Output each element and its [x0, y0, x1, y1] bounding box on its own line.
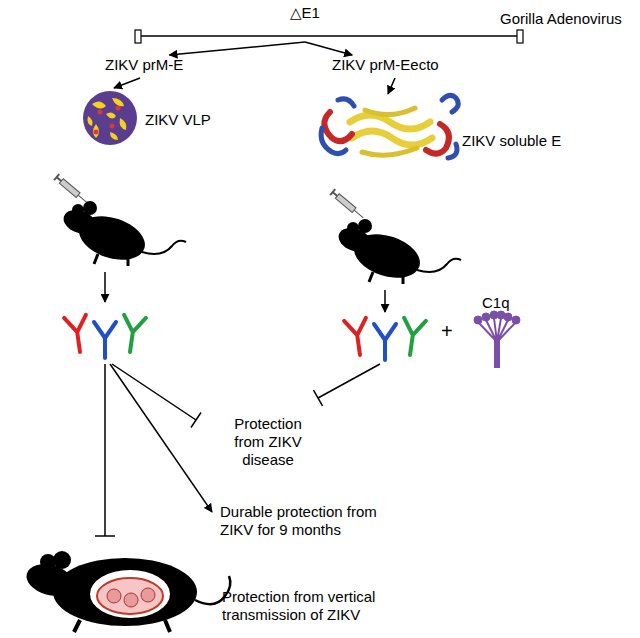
pregnant-mouse — [23, 551, 230, 632]
arrow — [388, 78, 395, 94]
connector-arrow — [169, 42, 305, 55]
label-text: ZIKV soluble E — [462, 132, 561, 149]
construct-label: ZIKV prM-E — [103, 56, 186, 74]
genome-line — [135, 30, 523, 43]
antibodies — [344, 318, 426, 360]
node-text: △E1 — [110, 4, 500, 22]
label-text: + — [441, 320, 453, 342]
vlp-particle — [83, 91, 137, 145]
soluble-e-protein — [321, 95, 458, 158]
label-text: Protection from ZIKV disease — [234, 415, 302, 468]
label-text: Gorilla Adenovirus — [500, 10, 622, 27]
label-text: Protection from vertical transmission of… — [222, 588, 375, 623]
antibodies — [64, 315, 146, 358]
arrow — [384, 290, 386, 312]
outcome-label: Protection from ZIKV disease — [218, 415, 318, 469]
syringe — [330, 189, 366, 221]
mouse — [60, 201, 186, 268]
c1q-molecule — [474, 311, 520, 368]
outcome-label: Durable protection from ZIKV for 9 month… — [220, 503, 410, 539]
node-text: ZIKV prM-E — [103, 56, 186, 74]
product-label: ZIKV VLP — [145, 111, 211, 129]
label-text: Durable protection from ZIKV for 9 month… — [220, 503, 377, 538]
mouse — [335, 219, 461, 286]
arrow — [114, 78, 140, 88]
molecule-label: C1q — [482, 294, 510, 312]
connector-arrow — [305, 42, 352, 55]
arrow — [104, 272, 106, 302]
label-text: C1q — [482, 294, 510, 311]
product-label: ZIKV soluble E — [462, 132, 561, 150]
node-text: ZIKV prM-Eecto — [330, 56, 441, 74]
label-text: ZIKV VLP — [145, 111, 211, 128]
genome-construct: △E1 — [110, 4, 500, 42]
construct-label: ZIKV prM-Eecto — [330, 56, 441, 74]
outcome-label: Protection from vertical transmission of… — [222, 588, 412, 624]
virus-label: Gorilla Adenovirus — [500, 10, 622, 28]
plus-sign: + — [441, 320, 453, 343]
syringe — [54, 174, 90, 206]
